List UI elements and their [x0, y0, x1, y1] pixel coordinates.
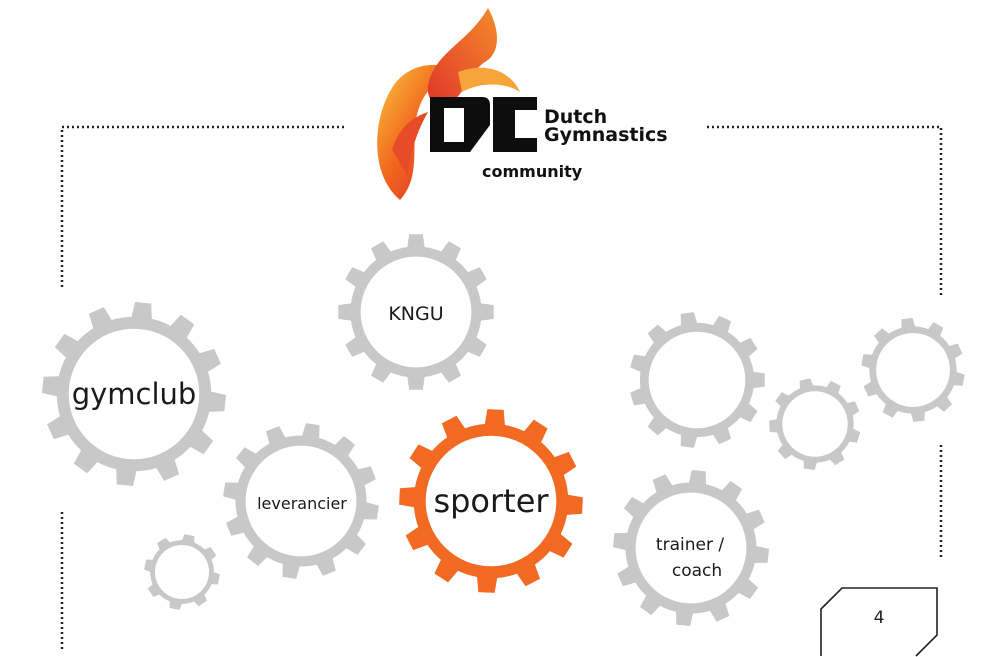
- gears-layer: [42, 234, 965, 626]
- gear-small-left: [144, 534, 220, 610]
- gear-sporter: [399, 409, 583, 593]
- flame-swoosh: [377, 64, 458, 200]
- page-number: 4: [873, 608, 885, 628]
- gear-leverancier: [223, 423, 379, 579]
- dotted-frame: [60, 125, 943, 651]
- gear-gymclub: [42, 302, 226, 486]
- gear-right-2: [769, 378, 861, 470]
- gear-label-kngu: KNGU: [388, 303, 443, 325]
- gear-trainer: [613, 470, 769, 626]
- gear-right-3: [861, 318, 965, 422]
- flame-tip: [427, 8, 497, 106]
- gear-label-leverancier: leverancier: [257, 494, 347, 513]
- brand-tagline: community: [482, 162, 583, 181]
- brand-line1: Dutch: [544, 106, 607, 128]
- gear-label-trainer: trainer /: [656, 535, 724, 555]
- gear-kngu: [338, 234, 494, 390]
- gear-label-sporter: sporter: [433, 482, 549, 520]
- gear-label-gymclub: gymclub: [72, 377, 197, 411]
- gear-label-coach: coach: [672, 561, 722, 581]
- page-number-box: [820, 587, 938, 657]
- brand-line2: Gymnastics: [544, 124, 668, 146]
- gear-right-1: [630, 312, 765, 448]
- dutch-gymnastics-logo: Dutch Gymnastics community: [377, 8, 668, 200]
